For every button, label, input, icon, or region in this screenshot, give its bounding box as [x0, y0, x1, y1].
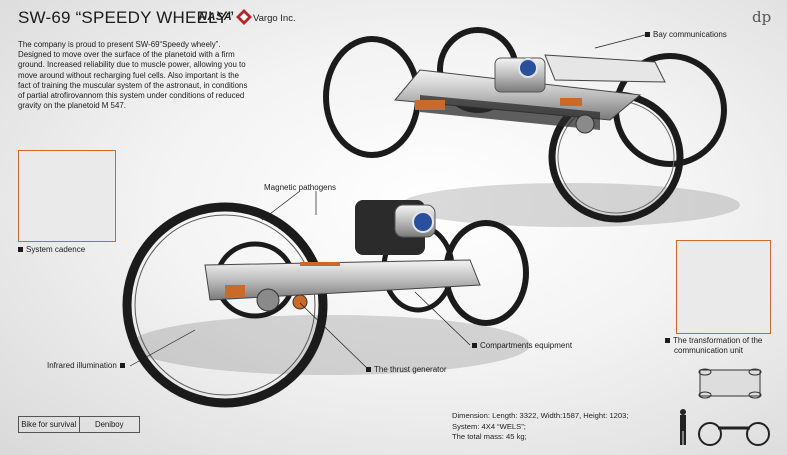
- frame-bottom: [204, 259, 481, 301]
- page-title: SW-69 “SPEEDY WHEELY”: [18, 8, 234, 27]
- intro-paragraph: The company is proud to present SW-69“Sp…: [18, 40, 248, 111]
- label-compartments-equipment: Compartments equipment: [472, 341, 572, 350]
- spec-system: System: 4X4 “WELS”;: [452, 421, 526, 431]
- nasa-logo: NASA: [199, 11, 233, 23]
- vargo-logo-icon: [236, 9, 252, 25]
- footer-credit-box: Bike for survival Deniboy: [18, 416, 140, 433]
- spec-dimension: Dimension: Length: 3322, Width:1587, Hei…: [452, 411, 629, 420]
- nasa-emblem-bottom: [412, 211, 434, 233]
- spec-mass: The total mass: 45 kg;: [452, 432, 527, 441]
- label-thrust-generator: The thrust generator: [366, 365, 446, 374]
- label-transformation: The transformation of the communication …: [665, 336, 762, 356]
- ground-shadows: [130, 183, 740, 375]
- footer-author: Deniboy: [78, 417, 140, 432]
- spec-block: Dimension: Length: 3322, Width:1587, Hei…: [452, 411, 628, 443]
- seat-top: [544, 54, 666, 83]
- leader-lines: [129, 34, 646, 370]
- label-infrared-illumination: Infrared illumination: [47, 361, 125, 370]
- wheel-big-front: [122, 202, 328, 408]
- deniboy-logo-mark: dp: [752, 8, 772, 26]
- top-view-diagram: [698, 368, 762, 399]
- label-system-cadence: System cadence: [18, 245, 85, 254]
- vargo-logo-text: Vargo Inc.: [253, 13, 296, 24]
- inset-system-cadence: [18, 150, 116, 242]
- vehicle-bottom-view: [122, 200, 529, 408]
- vehicle-top-view: [323, 27, 727, 223]
- inset-transformation: [676, 240, 771, 334]
- nasa-emblem-top: [518, 58, 538, 78]
- scale-figure: [680, 409, 686, 445]
- label-magnetic-pathogens: Magnetic pathogens: [264, 183, 337, 192]
- label-bay-communications: Bay communications: [645, 30, 727, 39]
- footer-project-name: Bike for survival: [21, 420, 77, 429]
- side-view-diagram: [698, 422, 770, 446]
